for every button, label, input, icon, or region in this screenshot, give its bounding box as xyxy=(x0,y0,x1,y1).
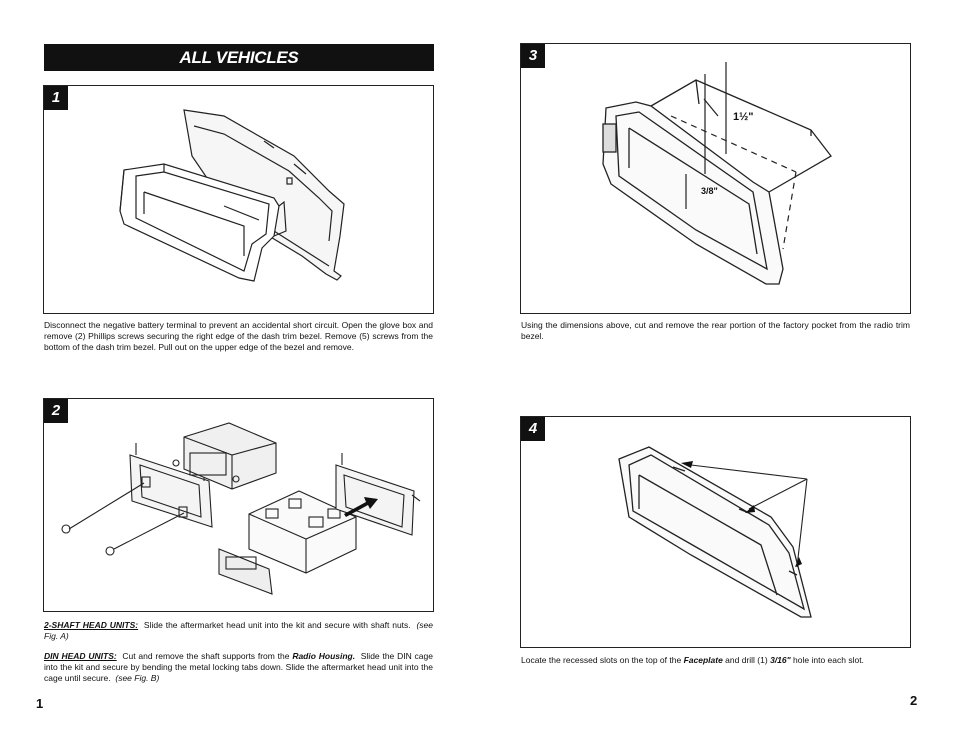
step-4-badge: 4 xyxy=(521,417,545,441)
dash-bezel-illustration xyxy=(119,109,345,282)
page-number-right: 2 xyxy=(910,693,918,708)
header-title: ALL VEHICLES xyxy=(179,48,299,67)
head-unit-installation-illustration xyxy=(61,422,421,595)
shaft-head-units-label: 2-SHAFT HEAD UNITS: xyxy=(44,620,139,630)
step-1-badge: 1 xyxy=(44,86,68,110)
step-2-badge: 2 xyxy=(44,399,68,423)
faceplate-slots-illustration xyxy=(618,446,812,618)
din-head-units-label: DIN HEAD UNITS: xyxy=(44,651,117,661)
step-3-panel: 3 1½" 3/8" xyxy=(520,43,911,314)
radio-pocket-dimension-illustration: 1½" 3/8" xyxy=(602,62,832,285)
step-3-caption: Using the dimensions above, cut and remo… xyxy=(521,320,910,341)
step-1-caption: Disconnect the negative battery terminal… xyxy=(44,320,433,352)
step-3-badge: 3 xyxy=(521,44,545,68)
dimension-label-1-5-inch: 1½" xyxy=(733,111,754,123)
step-1-panel: 1 xyxy=(43,85,434,314)
step-2-din-caption: DIN HEAD UNITS: Cut and remove the shaft… xyxy=(44,651,433,683)
page-header-bar: ALL VEHICLES xyxy=(44,44,434,71)
step-2-shaft-caption: 2-SHAFT HEAD UNITS: Slide the aftermarke… xyxy=(44,620,433,641)
step-4-panel: 4 xyxy=(520,416,911,648)
page-number-left: 1 xyxy=(36,696,44,711)
dimension-label-3-8-inch: 3/8" xyxy=(701,186,718,196)
step-2-panel: 2 xyxy=(43,398,434,612)
step-4-caption: Locate the recessed slots on the top of … xyxy=(521,655,864,665)
